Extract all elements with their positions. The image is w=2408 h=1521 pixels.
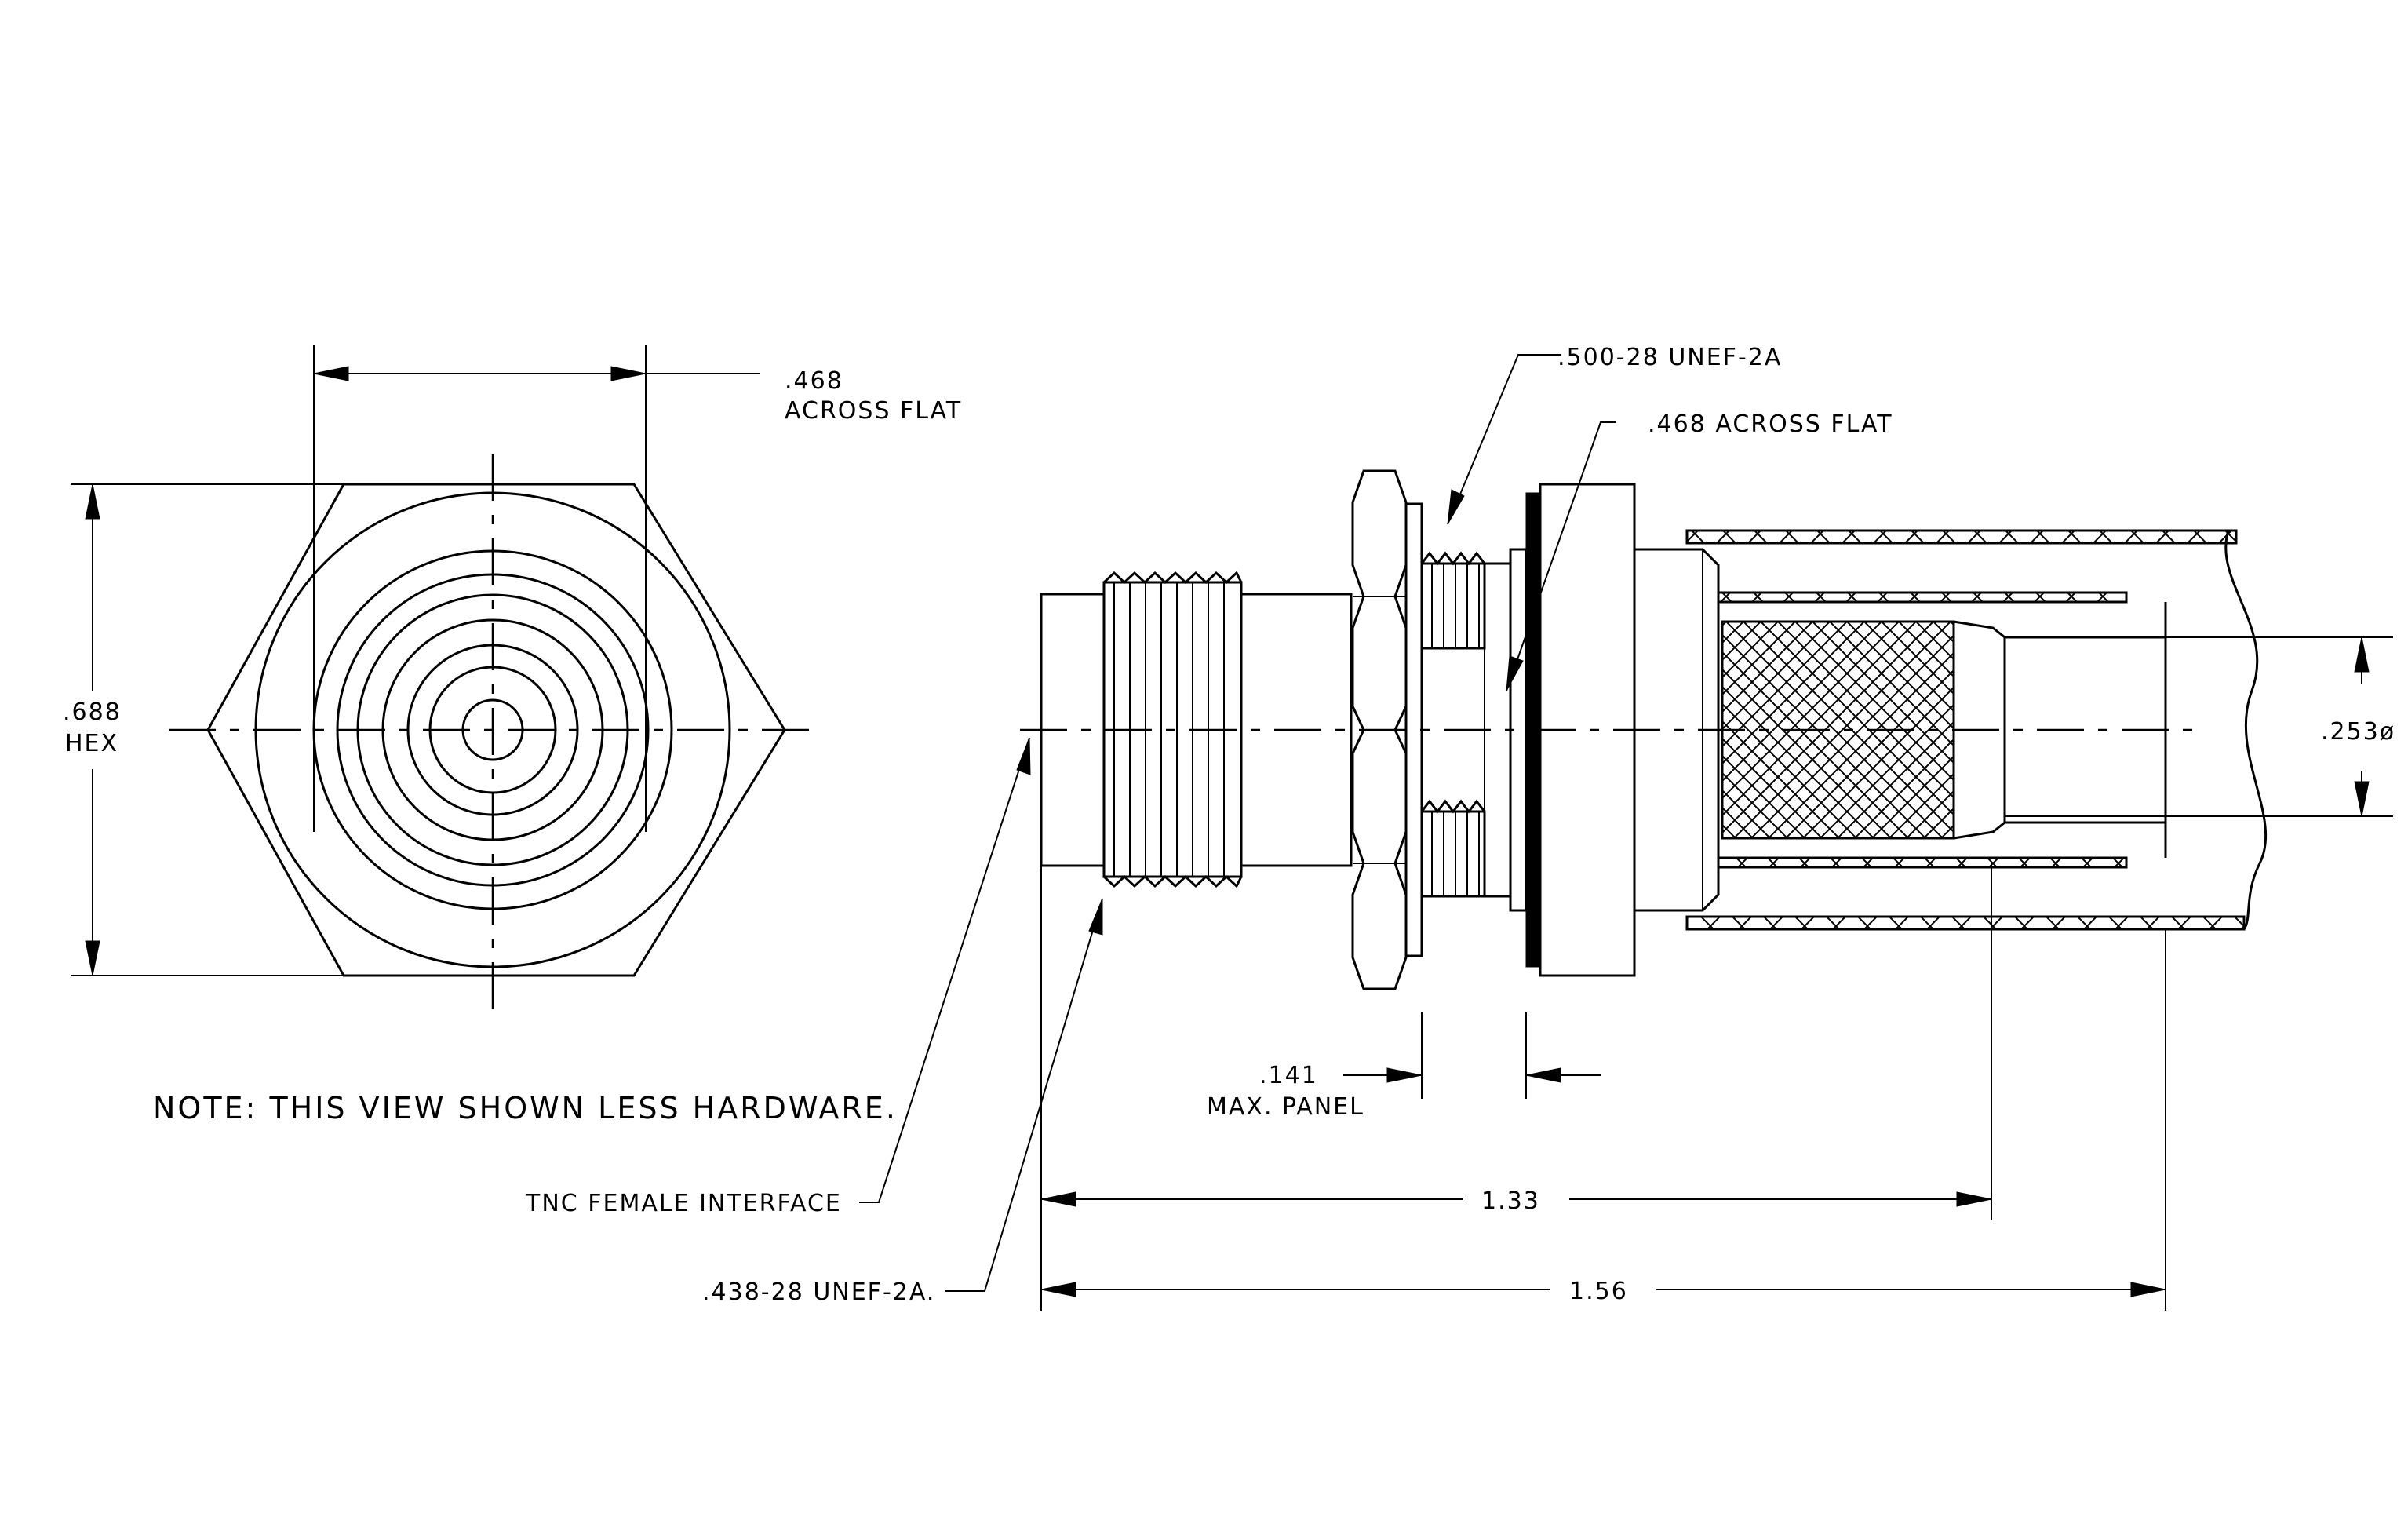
end-view-note: NOTE: THIS VIEW SHOWN LESS HARDWARE. [153, 1091, 898, 1125]
thread-438-label: .438-28 UNEF-2A. [702, 1278, 935, 1306]
jacket-top [1687, 531, 2236, 543]
length-133-label: 1.33 [1481, 1187, 1540, 1215]
cable-braid [1721, 620, 1955, 840]
length-156-label: 1.56 [1569, 1278, 1628, 1305]
end-view [71, 345, 812, 1009]
tnc-interface-label: TNC FEMALE INTERFACE [525, 1190, 842, 1217]
side-view [859, 354, 2393, 1311]
panel-value: .141 [1259, 1062, 1318, 1089]
end-flat-value: .468 [785, 367, 843, 395]
gasket [1525, 492, 1541, 968]
cable-dia-label: .253ø [2321, 718, 2395, 746]
hex-value: .688 [63, 698, 122, 726]
hex-nut [1351, 469, 1408, 990]
panel-text: MAX. PANEL [1207, 1093, 1364, 1121]
end-flat-text: ACROSS FLAT [785, 397, 962, 425]
hex-text: HEX [65, 730, 118, 757]
side-flat-label: .468 ACROSS FLAT [1648, 410, 1893, 438]
flange-body [1539, 483, 1636, 977]
jacket-bottom [1687, 917, 2244, 929]
thread-500-label: .500-28 UNEF-2A [1557, 344, 1782, 371]
lock-washer [1404, 502, 1423, 957]
